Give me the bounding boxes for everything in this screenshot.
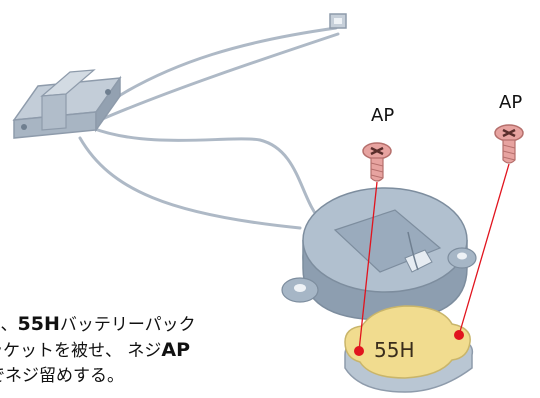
connector-housing <box>12 69 122 139</box>
screw-hole-right <box>454 330 464 340</box>
instruction-text: に、55Hバッテリーパック ラケットを被せ、 ネジAP でネジ留めする。 <box>0 311 300 398</box>
screw-left <box>362 142 392 182</box>
instruction-line-2: ラケットを被せ、 ネジAP <box>0 339 191 361</box>
bracket-55h <box>344 305 474 393</box>
alignment-lines <box>358 163 510 352</box>
bracket-label: 55H <box>374 338 415 362</box>
battery-pack <box>281 187 477 321</box>
instruction-line-3: でネジ留めする。 <box>0 366 124 386</box>
instruction-line-1: に、55Hバッテリーパック <box>0 313 196 335</box>
screw-label-right: AP <box>499 92 523 113</box>
screw-right <box>494 124 524 164</box>
screw-label-left: AP <box>371 105 395 126</box>
small-connector <box>329 13 347 29</box>
screw-hole-left <box>354 346 364 356</box>
cable-harness <box>78 26 340 230</box>
